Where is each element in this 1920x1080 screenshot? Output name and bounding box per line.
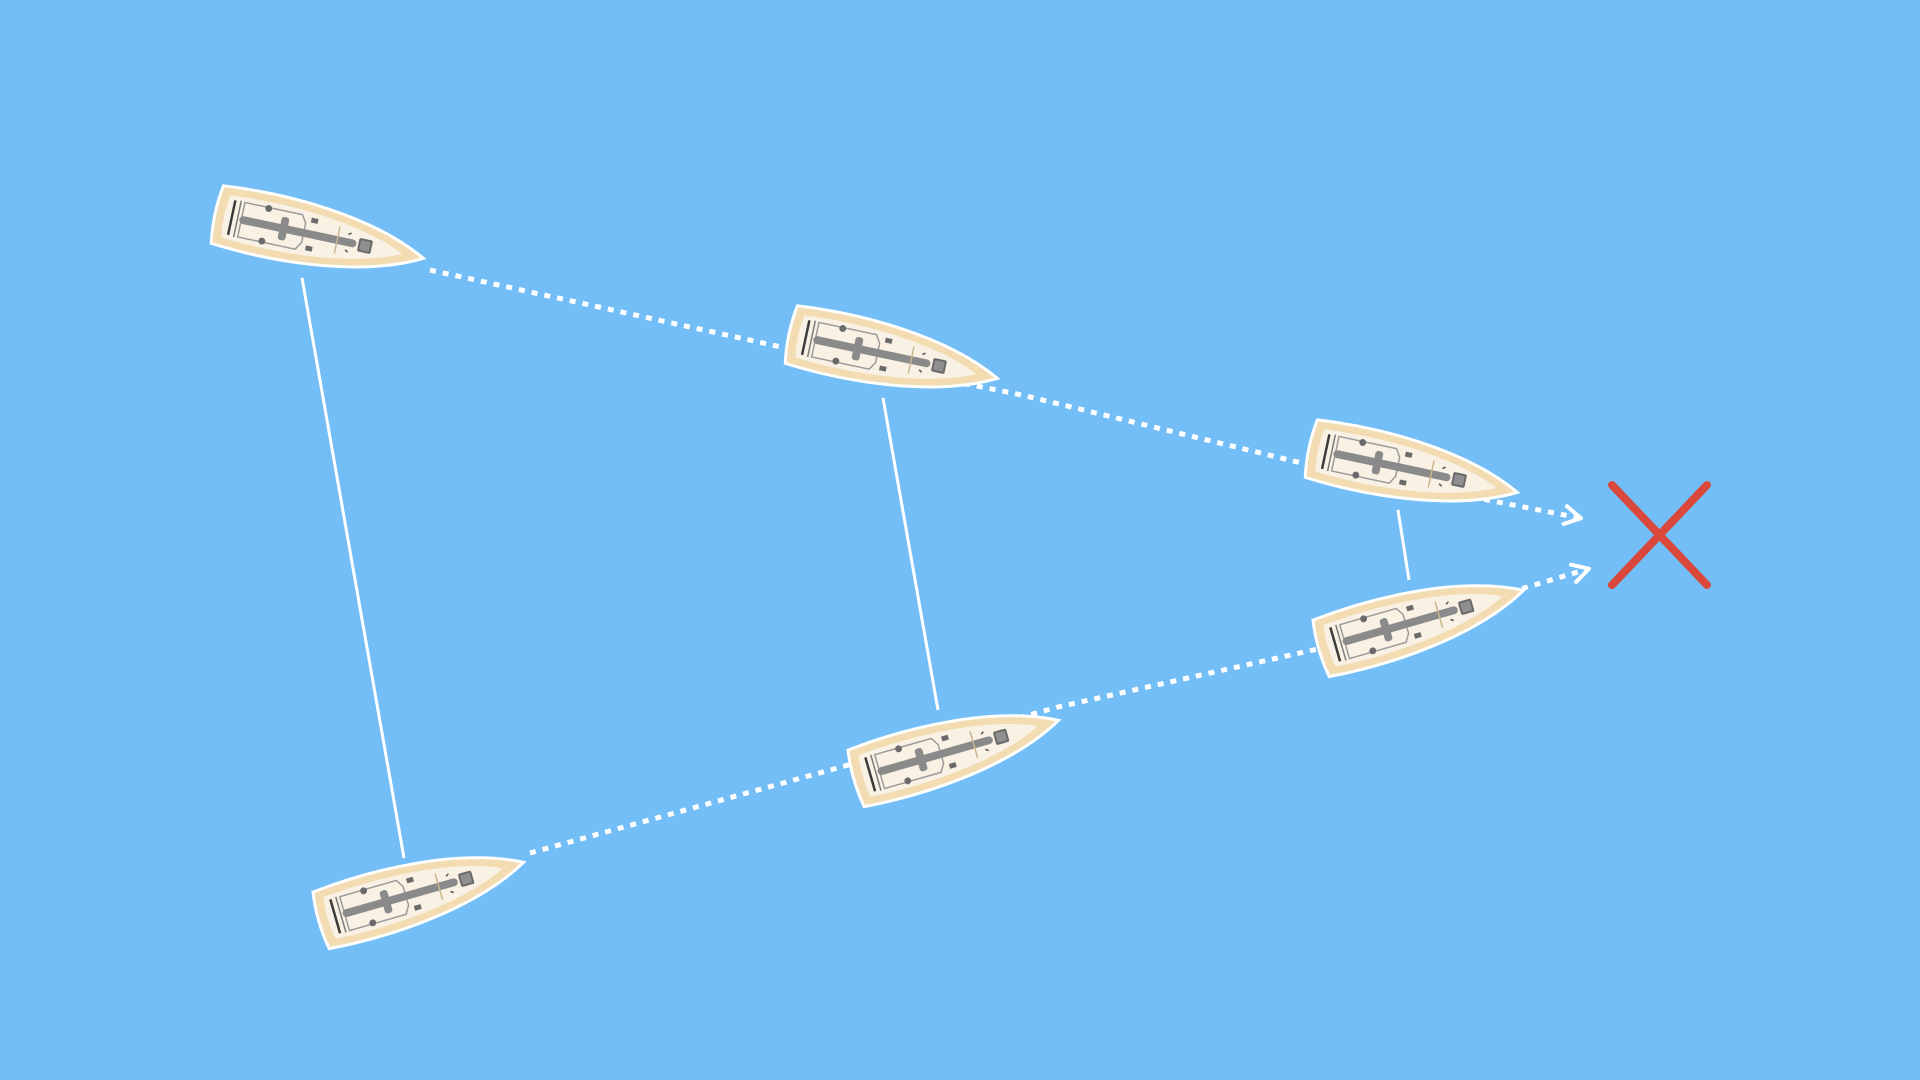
sailboat-upper-2 [780,301,1006,411]
connector-line-end [1396,509,1411,581]
sailboat-lower-1 [308,830,534,953]
upper-course-track [429,267,1583,526]
sailboat-lower-2 [843,688,1069,811]
sailboat-lower-3 [1308,558,1534,681]
red-x-icon [1608,481,1711,589]
connector-line-middle [881,397,940,711]
sailboat-upper-3 [1300,415,1526,525]
lower-course-track [529,562,1591,856]
connector-line-start [300,277,406,859]
sailboat-upper-1 [206,181,432,291]
